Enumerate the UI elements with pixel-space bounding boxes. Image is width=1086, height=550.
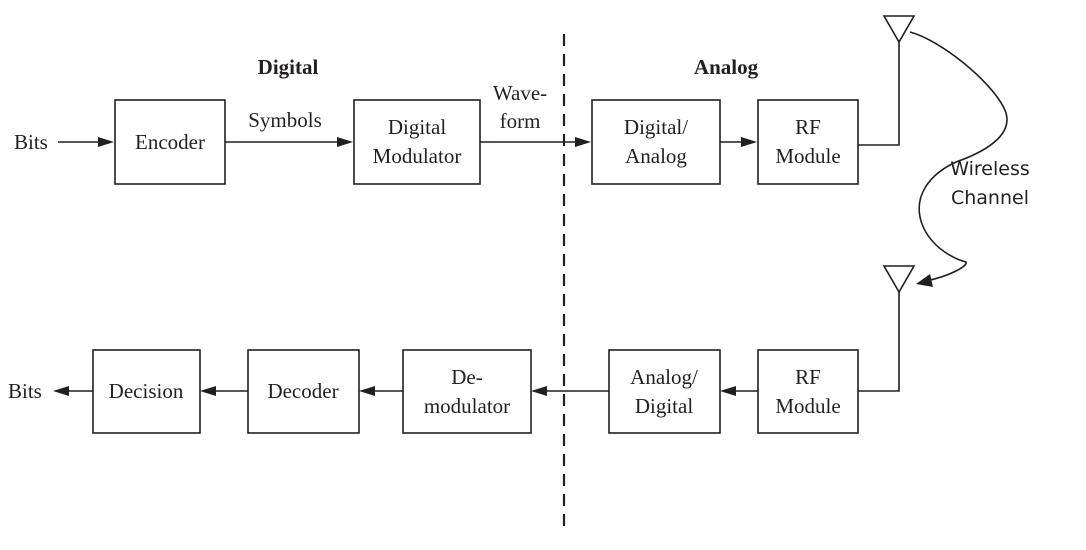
decoder-block: Decoder (247, 349, 360, 434)
rf-to-adc-arrowhead (720, 386, 736, 396)
waveform-label-line1: Wave- (493, 81, 547, 105)
wireless-channel-label-line1: Wireless (950, 158, 1030, 180)
tx-antenna-icon (882, 15, 916, 44)
waveform-label-line2: form (500, 109, 541, 133)
decoder-label: Decoder (267, 379, 338, 403)
digital-modulator-label-line1: Digital (388, 115, 446, 139)
digital-analog-converter-block: Digital/ Analog (591, 99, 721, 185)
wireless-channel-curve (909, 31, 1008, 282)
analog-digital-label-line1: Analog/ (630, 365, 698, 389)
rx-bits-label: Bits (8, 379, 42, 403)
tx-rf-module-label-line1: RF (795, 115, 821, 139)
adc-to-demod-arrowhead (531, 386, 547, 396)
symbols-arrowhead (337, 137, 353, 147)
digital-modulator-block: Digital Modulator (353, 99, 481, 185)
rx-rf-module-label-line1: RF (795, 365, 821, 389)
decoder-to-decision-arrowhead (200, 386, 216, 396)
wireless-channel-label-line2: Channel (951, 187, 1029, 209)
wireless-channel-arrowhead (916, 274, 933, 287)
rx-rf-module-label-line2: Module (775, 394, 840, 418)
rx-antenna-icon (882, 265, 916, 294)
demod-to-decoder-arrowhead (359, 386, 375, 396)
analog-heading: Analog (694, 55, 759, 79)
digital-heading: Digital (258, 55, 319, 79)
tx-bits-label: Bits (14, 130, 48, 154)
tx-bits-arrowhead (98, 137, 114, 147)
analog-digital-label-line2: Digital (635, 394, 693, 418)
dac-to-rf-arrowhead (741, 137, 757, 147)
encoder-block: Encoder (114, 99, 226, 185)
tx-rf-module-label-line2: Module (775, 144, 840, 168)
tx-rf-module-block: RF Module (757, 99, 859, 185)
digital-modulator-label-line2: Modulator (373, 144, 462, 168)
symbols-label: Symbols (248, 108, 322, 132)
waveform-arrowhead (575, 137, 591, 147)
digital-analog-label-line2: Analog (625, 144, 687, 168)
analog-digital-converter-block: Analog/ Digital (608, 349, 721, 434)
decision-label: Decision (109, 379, 184, 403)
demodulator-block: De- modulator (402, 349, 532, 434)
decision-to-bits-arrowhead (53, 386, 69, 396)
rx-antenna-feed (858, 292, 900, 392)
decision-block: Decision (92, 349, 201, 434)
tx-antenna-feed (858, 40, 900, 146)
digital-analog-label-line1: Digital/ (624, 115, 688, 139)
demodulator-label-line1: De- (451, 365, 482, 389)
demodulator-label-line2: modulator (424, 394, 510, 418)
rx-rf-module-block: RF Module (757, 349, 859, 434)
encoder-label: Encoder (135, 130, 205, 154)
